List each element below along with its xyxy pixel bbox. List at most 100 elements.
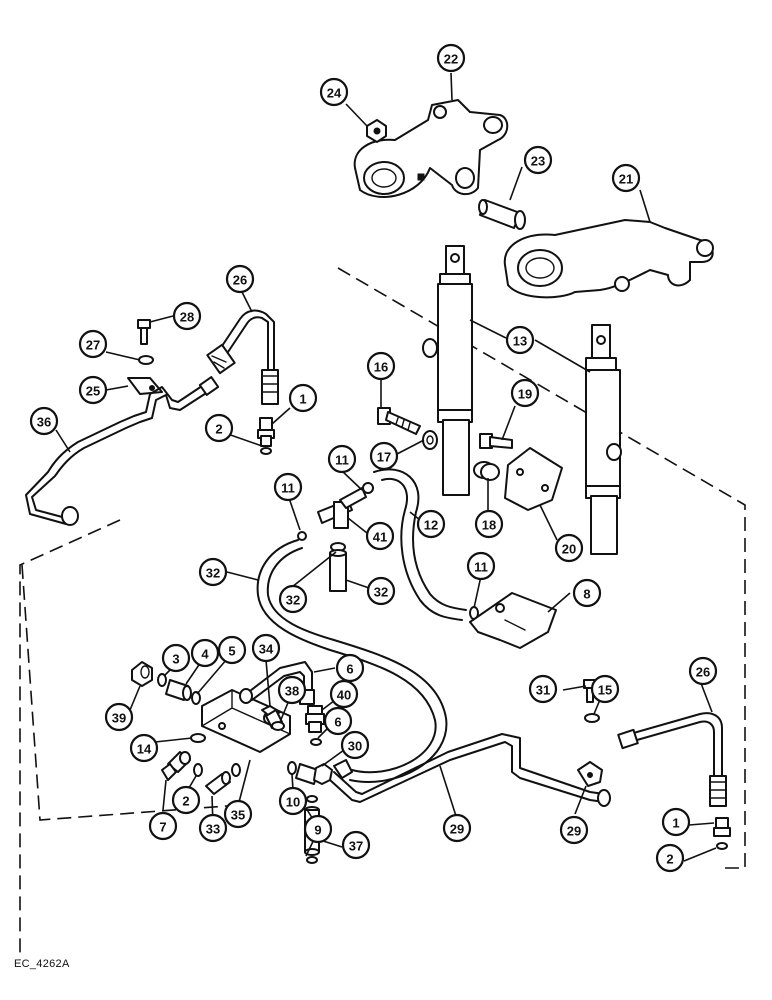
callout-circle (474, 509, 504, 539)
callout-number: 2 (666, 852, 673, 867)
callout-number: 14 (137, 742, 152, 757)
callout-number: 31 (536, 683, 550, 698)
callout-7: 7 (148, 811, 178, 841)
pin-part-23 (478, 199, 526, 230)
o-ring-part-2-lower (716, 842, 728, 850)
callout-41: 41 (365, 521, 395, 551)
callout-circle (278, 584, 308, 614)
callout-26: 26 (225, 264, 255, 294)
callout-number: 32 (206, 566, 220, 581)
callout-1: 1 (661, 807, 691, 837)
clamp-part-25 (127, 377, 163, 395)
callout-number: 37 (349, 839, 363, 854)
callout-number: 17 (377, 450, 391, 465)
o-ring-part-7 (231, 763, 241, 777)
callout-number: 26 (696, 665, 710, 680)
callout-circle (198, 557, 228, 587)
callout-circle (172, 301, 202, 331)
callout-19: 19 (510, 378, 540, 408)
callout-3: 3 (161, 643, 191, 673)
callout-circle (528, 674, 558, 704)
callout-9: 9 (303, 814, 333, 844)
callout-circle (278, 786, 308, 816)
pipe-part-35 (329, 733, 611, 807)
bolt-part-19 (479, 433, 513, 449)
callout-number: 36 (37, 415, 51, 430)
washer-part-40 (190, 733, 206, 743)
callout-24: 24 (319, 77, 349, 107)
callout-circle (366, 576, 396, 606)
callout-number: 11 (281, 481, 295, 496)
callout-circle (442, 813, 472, 843)
callout-2: 2 (171, 785, 201, 815)
callout-circle (688, 656, 718, 686)
callout-circle (204, 413, 234, 443)
washer-part-17 (422, 430, 438, 450)
callout-circle (510, 378, 540, 408)
callout-circle (523, 145, 553, 175)
callout-number: 39 (112, 711, 126, 726)
pipe-part-26-upper (206, 309, 279, 405)
callout-32: 32 (366, 576, 396, 606)
callout-31: 31 (528, 674, 558, 704)
callout-number: 6 (346, 662, 353, 677)
callout-circle (466, 551, 496, 581)
callout-number: 34 (259, 642, 274, 657)
callout-37: 37 (341, 830, 371, 860)
callout-15: 15 (590, 674, 620, 704)
callout-circle (661, 807, 691, 837)
bushing-part-18 (473, 461, 500, 481)
callout-circle (251, 633, 281, 663)
callout-2: 2 (204, 413, 234, 443)
callout-11: 11 (273, 472, 303, 502)
callout-circle (590, 674, 620, 704)
callout-number: 2 (215, 422, 222, 437)
callout-circle (190, 638, 220, 668)
callout-circle (277, 675, 307, 705)
callout-circle (335, 653, 365, 683)
callout-number: 2 (182, 794, 189, 809)
callout-circle (225, 264, 255, 294)
callout-26: 26 (688, 656, 718, 686)
plug-part-5 (131, 661, 153, 687)
callout-number: 11 (335, 453, 349, 468)
callout-number: 9 (314, 823, 321, 838)
callout-6: 6 (335, 653, 365, 683)
callout-number: 19 (518, 387, 532, 402)
fitting-part-14 (295, 763, 333, 785)
clip-part-29 (577, 761, 603, 787)
seal-part-11-b (362, 482, 374, 494)
callout-circle (303, 814, 333, 844)
callout-36: 36 (29, 406, 59, 436)
bolt-part-28 (137, 319, 151, 345)
callout-number: 8 (583, 587, 590, 602)
callout-number: 1 (299, 392, 306, 407)
o-ring-part-2-lower-left (193, 763, 203, 777)
callout-16: 16 (366, 351, 396, 381)
callout-5: 5 (217, 635, 247, 665)
callout-6: 6 (323, 706, 353, 736)
callout-circle (323, 706, 353, 736)
callout-circle (505, 325, 535, 355)
callout-circle (29, 406, 59, 436)
callout-number: 5 (228, 644, 235, 659)
nut-part-24 (366, 119, 387, 143)
callout-21: 21 (611, 163, 641, 193)
callout-circle (340, 730, 370, 760)
callout-number: 27 (86, 338, 100, 353)
callout-14: 14 (129, 733, 159, 763)
callout-circle (327, 444, 357, 474)
o-ring-part-15 (287, 761, 297, 775)
callout-circle (319, 77, 349, 107)
callout-32: 32 (198, 557, 228, 587)
washer-part-31 (584, 713, 600, 723)
callout-circle (148, 811, 178, 841)
callout-number: 41 (373, 530, 387, 545)
callout-25: 25 (78, 375, 108, 405)
callout-circle (559, 815, 589, 845)
callout-circle (369, 441, 399, 471)
callout-28: 28 (172, 301, 202, 331)
callout-number: 1 (672, 816, 679, 831)
callout-23: 23 (523, 145, 553, 175)
